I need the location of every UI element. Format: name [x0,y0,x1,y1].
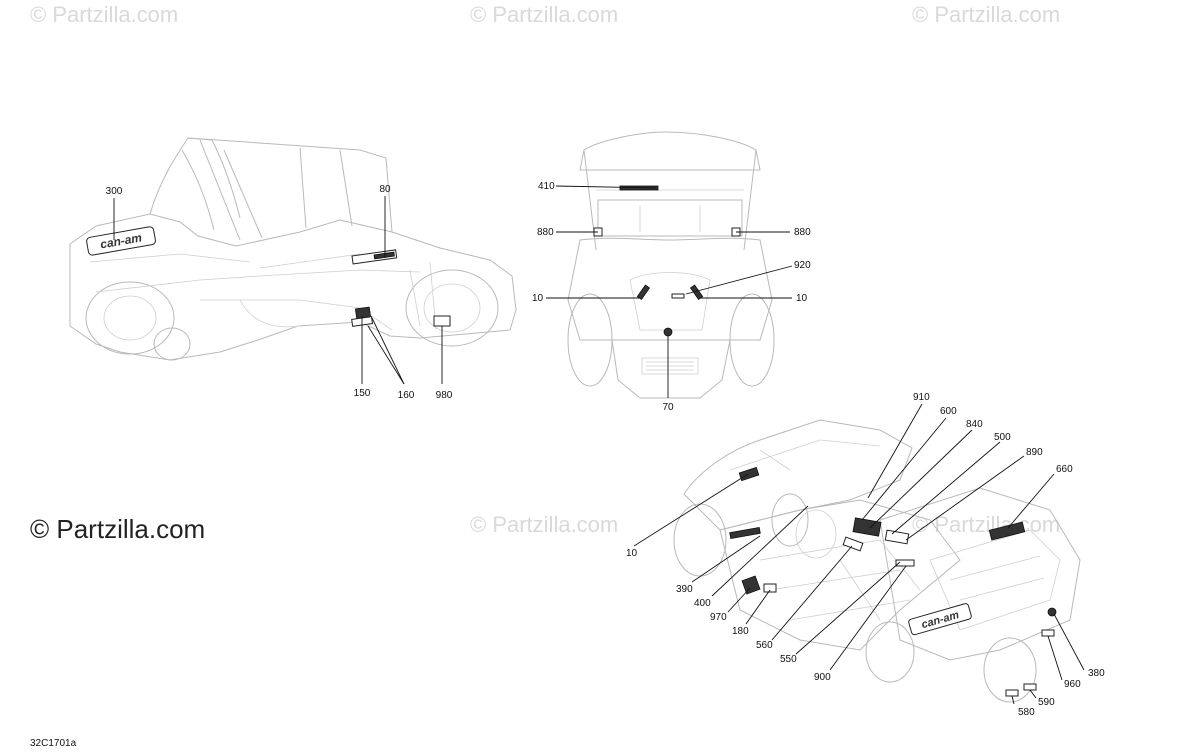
callout-880-right: 880 [794,227,811,238]
callout-400: 400 [694,598,711,609]
callout-10-right: 10 [796,293,808,304]
watermark-mid-center: © Partzilla.com [470,512,619,537]
callout-180: 180 [732,626,749,637]
front-view-vehicle [567,131,775,399]
callout-580: 580 [1018,707,1035,718]
front-view-callouts: 410 880 880 920 10 10 70 [532,181,811,413]
callout-10-iso: 10 [626,548,638,559]
callout-920: 920 [794,260,811,271]
callout-10-left: 10 [532,293,544,304]
callout-300: 300 [106,186,123,197]
callout-600: 600 [940,406,957,417]
callout-980: 980 [436,390,453,401]
iso-view-vehicle: can-am [673,419,1081,703]
callout-840: 840 [966,419,983,430]
callout-880-left: 880 [537,227,554,238]
watermark-top-left: © Partzilla.com [30,2,179,27]
callout-560: 560 [756,640,773,651]
callout-890: 890 [1026,447,1043,458]
callout-900: 900 [814,672,831,683]
callout-70: 70 [662,402,674,413]
iso-view-callouts: 910 600 840 500 890 660 10 390 400 970 1… [626,392,1105,718]
callout-960: 960 [1064,679,1081,690]
drawing-code: 32C1701a [30,738,77,749]
callout-410: 410 [538,181,555,192]
callout-150: 150 [354,388,371,399]
callout-160: 160 [398,390,415,401]
callout-660: 660 [1056,464,1073,475]
watermark-mid-right: © Partzilla.com [912,512,1061,537]
callout-80: 80 [379,184,391,195]
side-view-vehicle: can-am [69,137,517,361]
watermark-top-right: © Partzilla.com [912,2,1061,27]
watermark-top-center: © Partzilla.com [470,2,619,27]
callout-910: 910 [913,392,930,403]
callout-380: 380 [1088,668,1105,679]
callout-500: 500 [994,432,1011,443]
partzilla-logo-text: © Partzilla.com [30,514,206,544]
callout-590: 590 [1038,697,1055,708]
callout-550: 550 [780,654,797,665]
callout-390: 390 [676,584,693,595]
side-view-callouts: 300 80 150 160 980 [106,184,453,401]
callout-970: 970 [710,612,727,623]
